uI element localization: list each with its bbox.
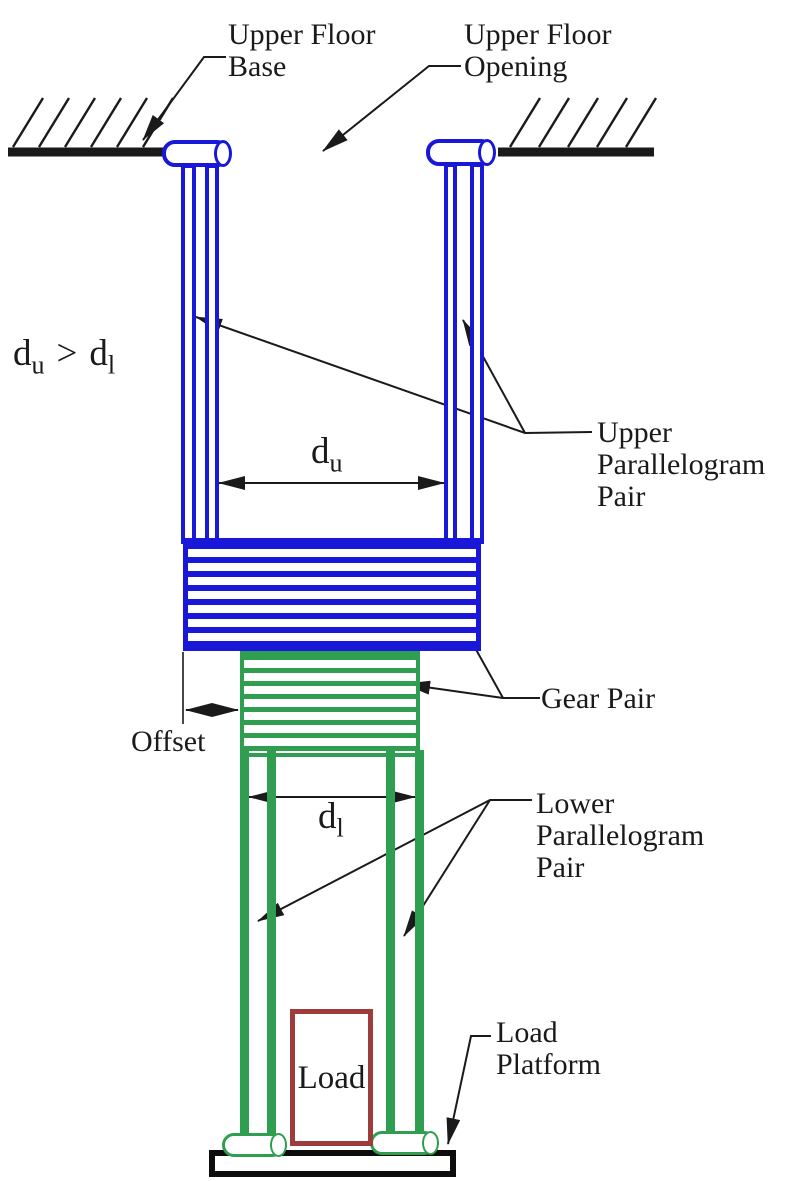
upper-floor-left-slab bbox=[8, 97, 175, 157]
du-label: du bbox=[311, 431, 343, 478]
lower-left-outer-link bbox=[240, 750, 249, 1140]
load-label: Load bbox=[297, 1060, 366, 1096]
upper-floor-base-leader bbox=[142, 56, 226, 141]
upper-floor-right-slab bbox=[498, 97, 658, 157]
upper-floor-opening-leader bbox=[322, 65, 461, 152]
upper-left-pivot-cap bbox=[214, 140, 232, 167]
upper-left-inner-link bbox=[205, 164, 219, 544]
offset-label: Offset bbox=[131, 725, 206, 758]
lower-pair-leader bbox=[257, 799, 532, 937]
upper-floor-base-label: Upper Floor Base bbox=[228, 18, 376, 83]
lower-right-inner-link bbox=[386, 750, 395, 1140]
lower-gear-block bbox=[240, 651, 420, 757]
du-gt-dl-label: du>dl bbox=[13, 333, 116, 380]
load-box bbox=[290, 1009, 373, 1146]
upper-right-pivot-cap bbox=[478, 139, 496, 166]
lower-left-pivot-cap bbox=[270, 1133, 287, 1157]
upper-floor-opening-label: Upper Floor Opening bbox=[464, 18, 612, 83]
upper-right-inner-link bbox=[444, 163, 457, 544]
lower-right-outer-link bbox=[415, 750, 424, 1140]
dl-label: dl bbox=[318, 796, 344, 843]
upper-gear-block bbox=[183, 538, 481, 651]
lower-parallelogram-pair-label: Lower Parallelogram Pair bbox=[536, 787, 705, 884]
offset-dimension bbox=[182, 652, 239, 724]
lower-right-pivot-cap bbox=[422, 1131, 439, 1155]
gear-pair-label: Gear Pair bbox=[541, 682, 656, 715]
upper-right-outer-link bbox=[470, 163, 484, 544]
upper-left-outer-link bbox=[181, 164, 196, 544]
upper-pair-leader bbox=[195, 316, 593, 435]
lower-left-inner-link bbox=[267, 750, 276, 1140]
upper-parallelogram-pair-label: Upper Parallelogram Pair bbox=[597, 416, 766, 513]
load-platform-label: Load Platform bbox=[496, 1016, 601, 1081]
load-platform-leader bbox=[446, 1035, 491, 1145]
